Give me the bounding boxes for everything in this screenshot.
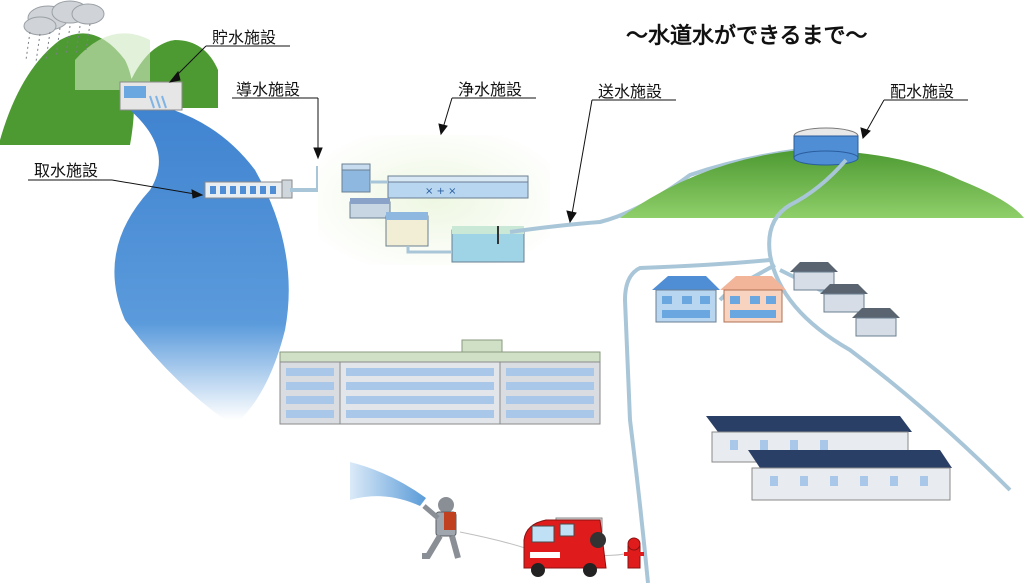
label-storage-facility: 貯水施設	[212, 28, 277, 47]
purification-plant: × + ×	[318, 135, 550, 265]
svg-text:× + ×: × + ×	[425, 186, 457, 197]
firefighter	[422, 497, 461, 559]
rain-cloud	[23, 0, 105, 63]
fire-hydrant	[624, 537, 644, 569]
fire-truck	[523, 517, 607, 577]
label-purification-facility: 浄水施設	[458, 80, 523, 99]
water-spray	[350, 462, 426, 506]
office-building	[279, 339, 601, 425]
intake-weir	[204, 179, 293, 199]
distribution-reservoir	[793, 127, 859, 166]
factory-buildings	[706, 416, 952, 501]
label-transmission-facility: 送水施設	[598, 82, 663, 101]
houses	[652, 262, 900, 337]
label-conveyance-facility: 導水施設	[236, 80, 301, 99]
river	[114, 100, 289, 420]
label-intake-facility: 取水施設	[34, 161, 99, 180]
page-title: ～水道水ができるまで～	[626, 24, 868, 49]
callout-lines	[28, 45, 968, 224]
dam	[119, 81, 183, 111]
label-distribution-facility: 配水施設	[890, 82, 955, 101]
distribution-pipes	[622, 158, 1012, 583]
